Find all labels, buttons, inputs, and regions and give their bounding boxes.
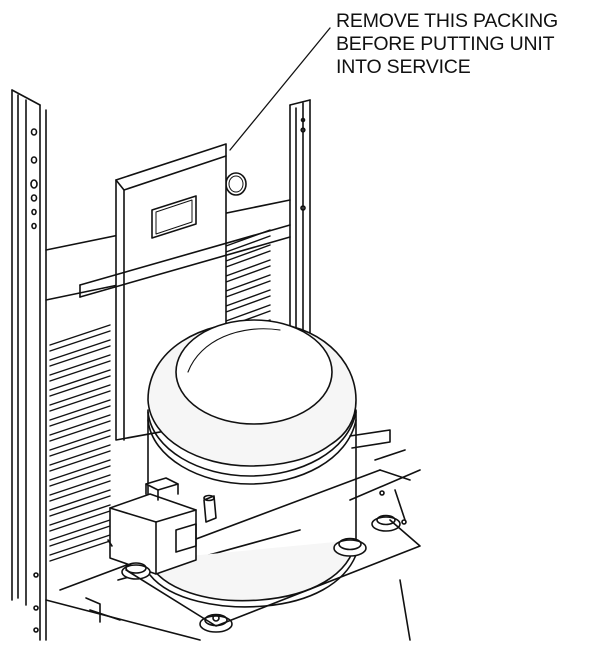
callout-line-3: INTO SERVICE [336, 56, 471, 78]
packing-callout: REMOVE THIS PACKING BEFORE PUTTING UNIT … [336, 10, 604, 79]
left-vent-louvers [49, 324, 111, 562]
callout-line-2: BEFORE PUTTING UNIT [336, 33, 555, 55]
mounting-plate [125, 519, 421, 627]
packing-label-rectangle [151, 195, 197, 239]
callout-leader-line [229, 27, 331, 151]
callout-line-1: REMOVE THIS PACKING [336, 10, 558, 32]
packing-strap [79, 224, 291, 298]
compressor [147, 319, 391, 608]
back-panel-lower-edge [45, 284, 119, 301]
terminal-box [107, 477, 197, 575]
left-frame-rail [11, 89, 47, 641]
mounting-grommets [121, 514, 401, 633]
